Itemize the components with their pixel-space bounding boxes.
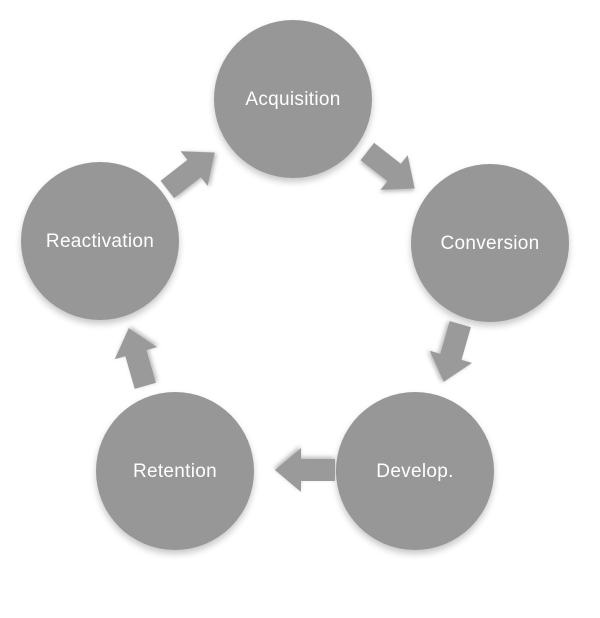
block-arrow-shape: [360, 142, 415, 190]
node-retention-label: Retention: [132, 460, 218, 482]
cycle-arrow-reactivation-to-acquisition-icon: [160, 151, 215, 199]
node-conversion-label: Conversion: [440, 232, 540, 254]
node-acquisition-label: Acquisition: [245, 88, 341, 110]
cycle-arrow-conversion-to-develop-icon: [429, 321, 473, 382]
node-develop: Develop.: [336, 392, 494, 550]
node-develop-label: Develop.: [376, 460, 454, 482]
block-arrow-shape: [275, 448, 335, 492]
block-arrow-shape: [160, 151, 215, 199]
node-acquisition: Acquisition: [214, 20, 372, 178]
node-conversion: Conversion: [411, 164, 569, 322]
block-arrow-shape: [429, 321, 473, 382]
node-retention: Retention: [96, 392, 254, 550]
cycle-arrow-develop-to-retention-icon: [275, 448, 335, 492]
node-reactivation-label: Reactivation: [45, 230, 155, 252]
block-arrow-shape: [114, 328, 158, 389]
cycle-arrow-retention-to-reactivation-icon: [114, 328, 158, 389]
cycle-arrow-acquisition-to-conversion-icon: [360, 142, 415, 190]
node-reactivation: Reactivation: [21, 162, 179, 320]
